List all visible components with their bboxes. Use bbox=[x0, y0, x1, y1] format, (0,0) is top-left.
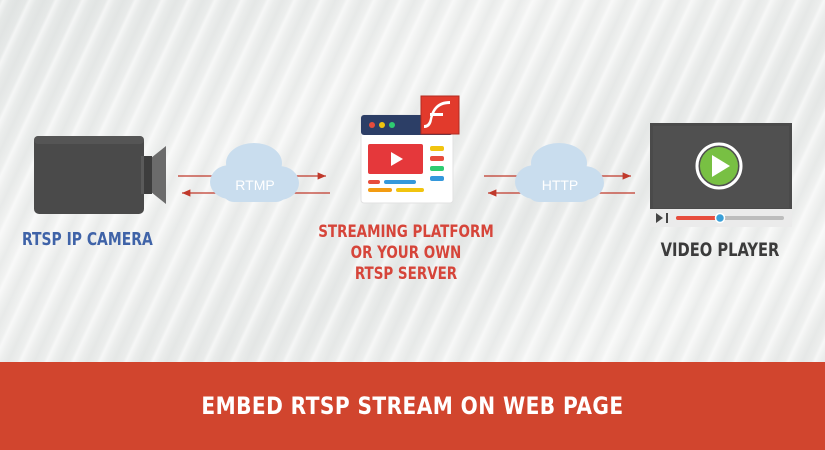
platform-label: STREAMING PLATFORM OR YOUR OWN RTSP SERV… bbox=[313, 222, 500, 285]
cloud-icon-left bbox=[210, 143, 299, 202]
flash-icon bbox=[420, 95, 460, 135]
camera-label: RTSP IP CAMERA bbox=[22, 229, 153, 250]
platform-label-line2: OR YOUR OWN bbox=[350, 243, 462, 263]
play-icon bbox=[695, 142, 743, 190]
rtmp-label: RTMP bbox=[235, 177, 275, 193]
footer-banner: EMBED RTSP STREAM ON WEB PAGE bbox=[0, 362, 825, 450]
platform-label-line3: RTSP SERVER bbox=[354, 264, 458, 284]
http-label: HTTP bbox=[541, 177, 579, 193]
video-camera-icon bbox=[34, 136, 166, 214]
platform-label-line1: STREAMING PLATFORM bbox=[318, 222, 494, 242]
player-label: VIDEO PLAYER bbox=[660, 239, 780, 261]
footer-title: EMBED RTSP STREAM ON WEB PAGE bbox=[201, 392, 624, 420]
cloud-icon-right bbox=[515, 143, 604, 202]
